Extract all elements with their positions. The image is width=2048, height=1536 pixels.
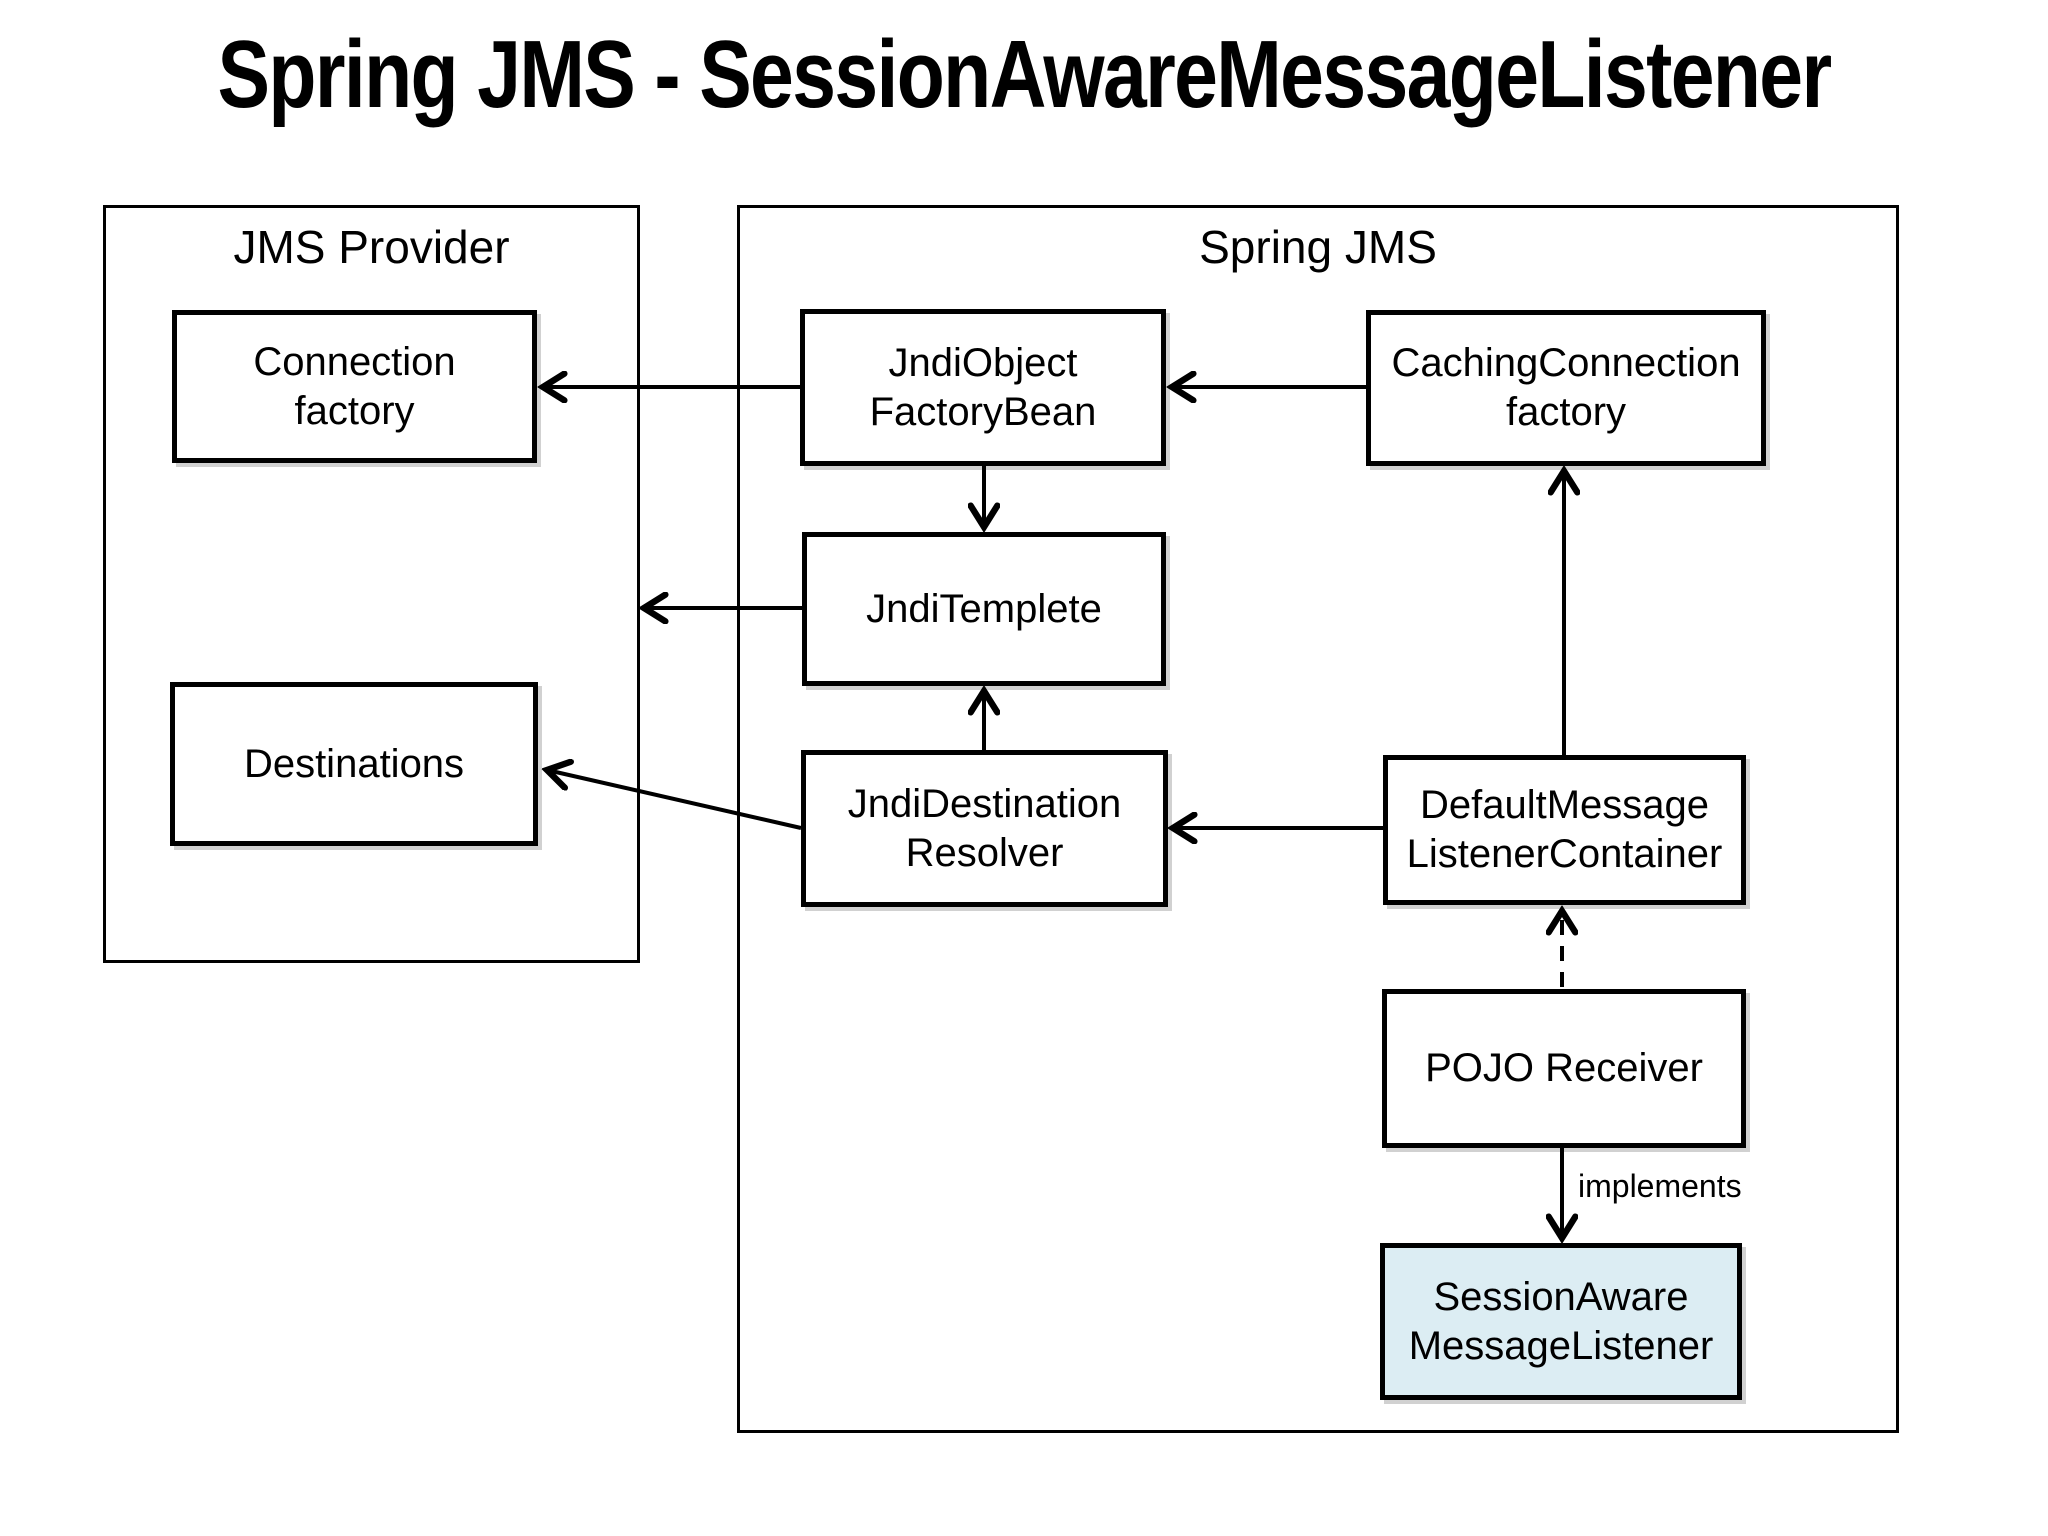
node-connection-factory: Connection factory [172, 310, 537, 463]
container-spring-jms-label: Spring JMS [1199, 221, 1437, 273]
node-jndi-templete: JndiTemplete [802, 532, 1166, 686]
container-jms-provider-label: JMS Provider [233, 221, 510, 273]
page-title: Spring JMS - SessionAwareMessageListener [217, 21, 1833, 128]
node-session-aware-message-listener: SessionAware MessageListener [1380, 1243, 1742, 1400]
node-pojo-receiver: POJO Receiver [1382, 989, 1746, 1148]
node-caching-connection-factory: CachingConnection factory [1366, 310, 1766, 466]
node-jndi-object-factory-bean: JndiObject FactoryBean [800, 309, 1166, 466]
implements-label: implements [1578, 1168, 1742, 1204]
container-jms-provider: JMS Provider [103, 205, 640, 963]
node-destinations: Destinations [170, 682, 538, 846]
node-jndi-destination-resolver: JndiDestination Resolver [801, 750, 1168, 907]
node-default-message-listener-container: DefaultMessage ListenerContainer [1383, 755, 1746, 905]
